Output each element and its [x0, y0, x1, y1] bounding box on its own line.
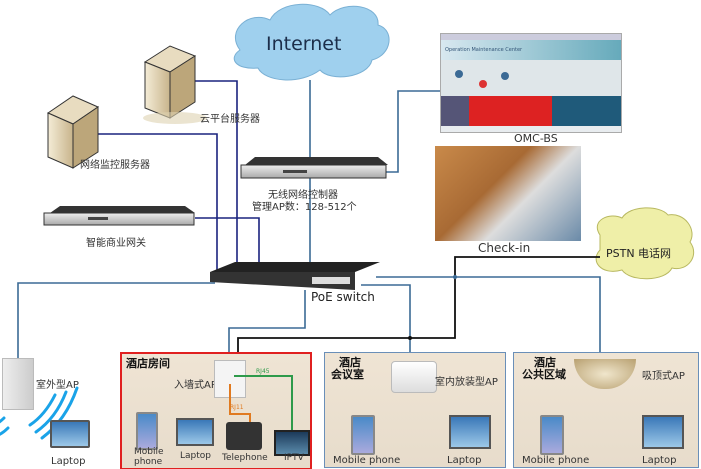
cloud-server-label: 云平台服务器 [200, 114, 260, 125]
device-label: Mobile phone [333, 455, 401, 466]
device-label: Mobile phone [522, 455, 590, 466]
controller-label: 无线网络控制器 [268, 190, 338, 201]
checkin-label: Check-in [478, 241, 531, 255]
zone-title-line1: 酒店 [339, 356, 361, 369]
device-label: Telephone [222, 453, 268, 463]
omc-label: OMC-BS [514, 132, 558, 145]
cloud-server-icon [143, 45, 207, 124]
ap-label: 入墙式AP [174, 380, 217, 391]
device-label: Mobile phone [134, 447, 164, 467]
controller-sublabel: 管理AP数：128-512个 [252, 202, 357, 213]
device-label: IPTV [284, 453, 304, 463]
zone-title: 酒店房间 [126, 357, 170, 370]
indoor-ap-icon [391, 361, 437, 393]
laptop-icon [642, 415, 684, 449]
laptop-icon [449, 415, 491, 449]
switch-label: PoE switch [311, 290, 375, 304]
pstn-label: PSTN 电话网 [606, 247, 672, 260]
pstn-cloud [595, 207, 695, 280]
rj45-label: RJ45 [256, 368, 270, 375]
zone-meeting-room: 酒店 会议室 室内放装型AP Mobile phone Laptop [324, 352, 506, 468]
poe-switch-icon [210, 262, 380, 290]
link-switch-room [228, 290, 306, 365]
mobile-phone-icon [540, 415, 564, 455]
gateway-device-icon [43, 206, 195, 226]
link-switch-public [376, 276, 601, 360]
link-controller-omc [385, 90, 440, 173]
omc-map [441, 60, 621, 96]
outdoor-ap-icon [2, 358, 34, 410]
ap-label: 吸顶式AP [642, 371, 685, 382]
outdoor-laptop-label: Laptop [51, 456, 86, 467]
mobile-phone-icon [351, 415, 375, 455]
zone-public-area: 酒店 公共区域 吸顶式AP Mobile phone Laptop [513, 352, 699, 468]
device-label: Laptop [180, 451, 211, 461]
zone-title-line2: 会议室 [331, 368, 364, 381]
checkin-photo [435, 146, 581, 241]
link-switch-outdoor [17, 282, 215, 360]
alarm-bell-icon [496, 96, 525, 126]
zone-hotel-room: 酒店房间 入墙式AP RJ45 RJ11 Mobile phone Laptop… [120, 352, 312, 469]
link-cloud-server [192, 80, 238, 272]
internet-label: Internet [266, 33, 342, 55]
link-gateway [195, 217, 260, 272]
monitor-server-label: 网络监控服务器 [80, 160, 150, 171]
zone-title-line2: 公共区域 [522, 368, 566, 381]
outdoor-ap-label: 室外型AP [36, 380, 79, 391]
laptop-icon [176, 418, 214, 446]
omc-screen-title: Operation Maintenance Center [441, 40, 621, 60]
device-label: Laptop [447, 455, 482, 466]
alarm-bell-icon [468, 96, 497, 126]
wireless-controller-icon [240, 157, 388, 179]
alarm-bell-icon [524, 96, 552, 126]
link-pstn-room [237, 256, 600, 365]
ceiling-ap-icon [574, 359, 636, 389]
link-monitor-server [78, 133, 218, 272]
rj11-label: RJ11 [230, 404, 244, 411]
zone-title-line1: 酒店 [534, 356, 556, 369]
ap-label: 室内放装型AP [435, 377, 498, 388]
internet-cloud [233, 3, 390, 81]
mobile-phone-icon [136, 412, 158, 450]
monitor-server-icon [46, 95, 100, 169]
laptop-icon [50, 420, 90, 448]
gateway-label: 智能商业网关 [86, 238, 146, 249]
telephone-icon [226, 422, 262, 450]
iptv-icon [274, 430, 310, 456]
device-label: Laptop [642, 455, 677, 466]
omc-screen: Operation Maintenance Center [440, 33, 622, 133]
